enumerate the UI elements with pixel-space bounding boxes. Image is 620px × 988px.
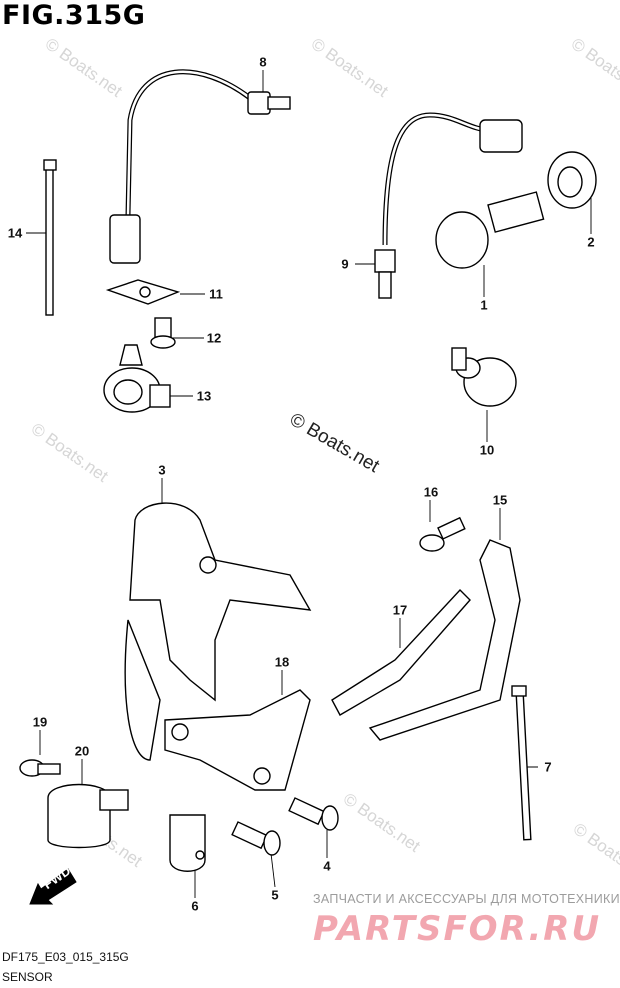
callout-1: 1 <box>480 297 488 313</box>
advert-logo: PARTSFOR.RU <box>313 909 602 949</box>
part-10-sensor <box>451 347 517 407</box>
part-15-bracket <box>368 539 521 741</box>
callout-14: 14 <box>7 225 23 241</box>
callout-4: 4 <box>323 858 331 874</box>
part-18-plate <box>164 689 311 791</box>
callout-7: 7 <box>544 759 552 775</box>
part-3-bracket <box>124 502 312 761</box>
part-12-bolt <box>150 317 176 349</box>
callout-9: 9 <box>341 256 349 272</box>
part-20-clamp <box>47 783 129 849</box>
part-16-bolt <box>419 516 466 552</box>
callout-13: 13 <box>196 388 212 404</box>
part-9-sensor <box>374 112 523 299</box>
part-4-bolt <box>288 797 339 831</box>
part-5-bolt <box>231 821 281 856</box>
part-7-cable-tie <box>511 685 532 841</box>
part-8-sensor <box>109 69 291 264</box>
part-11-plate <box>105 279 181 305</box>
callout-11: 11 <box>209 286 223 302</box>
callout-3: 3 <box>158 462 166 478</box>
figure-code: DF175_E03_015_315G <box>2 950 129 964</box>
part-1-sensor <box>435 191 545 269</box>
callout-19: 19 <box>32 714 48 730</box>
callout-8: 8 <box>259 54 267 70</box>
callout-20: 20 <box>74 743 90 759</box>
fwd-arrow-icon <box>29 868 77 905</box>
part-13-clamp <box>103 344 171 413</box>
advert-line: ЗАПЧАСТИ И АКСЕССУАРЫ ДЛЯ МОТОТЕХНИКИ <box>313 892 620 906</box>
callout-5: 5 <box>271 887 279 903</box>
part-17-bracket <box>331 588 471 716</box>
callout-18: 18 <box>274 654 290 670</box>
callout-10: 10 <box>479 442 495 458</box>
callout-15: 15 <box>492 492 508 508</box>
callout-6: 6 <box>191 898 199 914</box>
callout-12: 12 <box>206 330 222 346</box>
part-2-grommet <box>547 151 597 209</box>
callout-2: 2 <box>587 234 595 250</box>
callout-16: 16 <box>423 484 439 500</box>
leader-lines <box>26 70 592 898</box>
callout-17: 17 <box>392 602 408 618</box>
part-19-bolt <box>19 759 61 777</box>
figure-caption: SENSOR <box>2 970 53 984</box>
part-6-clip <box>169 814 206 872</box>
figure-title: FIG.315G <box>2 0 146 31</box>
part-14-cable-tie <box>43 159 57 316</box>
